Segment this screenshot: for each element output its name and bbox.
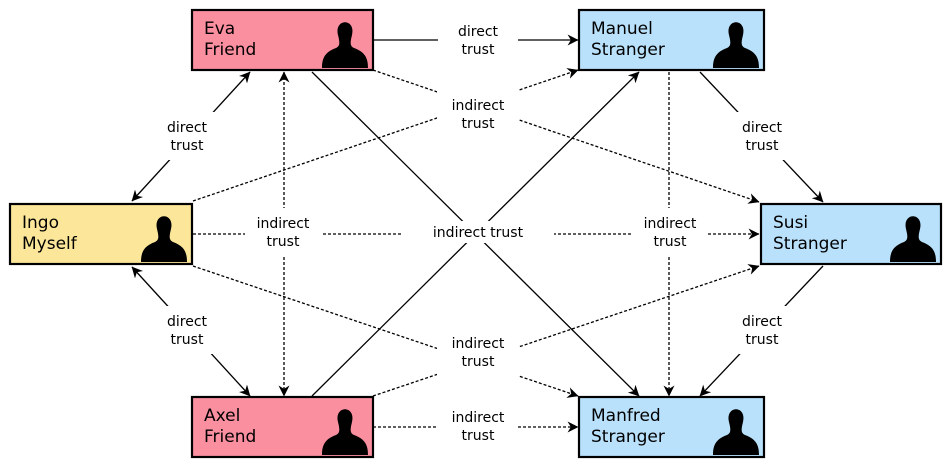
edge-eva-to-susi — [372, 69, 760, 204]
edge-label-text: trust — [171, 332, 204, 348]
edge-label-text: indirect — [452, 410, 505, 426]
node-role: Stranger — [591, 427, 665, 447]
edge-label-indirect-top: indirect trust — [437, 89, 519, 139]
person-silhouette-icon — [713, 22, 759, 68]
edge-labels-layer: direct trust direct trust direct trust direct t… — [148, 15, 801, 451]
edge-label-indirect-right: indirect trust — [632, 208, 708, 256]
edge-label-ingo-axel: direct trust — [148, 306, 226, 354]
node-role: Myself — [22, 234, 78, 254]
node-role: Friend — [204, 40, 256, 60]
edge-label-text: direct — [742, 314, 783, 330]
edge-ingo-to-manfred — [192, 265, 579, 398]
edge-label-axel-manfred: indirect trust — [438, 401, 518, 451]
edge-label-text: direct — [167, 314, 208, 330]
edge-label-text: direct — [458, 24, 499, 40]
person-silhouette-icon — [713, 409, 759, 455]
edge-label-manuel-susi: direct trust — [723, 112, 801, 160]
node-role: Stranger — [591, 40, 665, 60]
node-name: Eva — [204, 19, 235, 39]
edge-ingo-to-manuel — [192, 68, 579, 202]
edge-label-indirect-left: indirect trust — [245, 208, 321, 256]
edge-label-text: direct — [742, 120, 783, 136]
edge-axel-to-susi — [372, 264, 760, 397]
edge-label-text: indirect — [257, 216, 310, 232]
node-name: Susi — [773, 213, 808, 233]
node-role: Friend — [204, 427, 256, 447]
edge-label-text: trust — [746, 138, 779, 154]
edge-label-text: indirect trust — [433, 225, 524, 241]
edge-label-text: trust — [746, 332, 779, 348]
edge-label-text: indirect — [452, 98, 505, 114]
node-name: Manuel — [591, 19, 653, 39]
node-role: Stranger — [773, 234, 847, 254]
edge-label-text: trust — [171, 138, 204, 154]
edge-label-text: trust — [267, 234, 300, 250]
person-silhouette-icon — [322, 22, 368, 68]
node-name: Ingo — [22, 213, 59, 233]
edge-label-text: indirect — [452, 336, 505, 352]
node-name: Axel — [204, 406, 240, 426]
edge-label-text: trust — [462, 354, 495, 370]
edge-label-text: trust — [462, 42, 495, 58]
person-silhouette-icon — [890, 216, 936, 262]
edge-label-indirect-bottom: indirect trust — [437, 327, 519, 377]
nodes-layer: EvaFriendManuelStrangerIngoMyselfSusiStr… — [8, 8, 943, 459]
edge-label-text: direct — [167, 120, 208, 136]
edge-label-text: trust — [654, 234, 687, 250]
edge-label-text: indirect — [644, 216, 697, 232]
edge-label-eva-manuel: direct trust — [438, 15, 518, 65]
edge-label-text: trust — [462, 428, 495, 444]
edge-label-susi-manfred: direct trust — [723, 306, 801, 354]
edge-label-indirect-middle: indirect trust — [402, 221, 554, 243]
node-name: Manfred — [591, 406, 661, 426]
edge-label-eva-ingo: direct trust — [148, 112, 226, 160]
edge-label-text: trust — [462, 116, 495, 132]
person-silhouette-icon — [322, 409, 368, 455]
person-silhouette-icon — [141, 216, 187, 262]
